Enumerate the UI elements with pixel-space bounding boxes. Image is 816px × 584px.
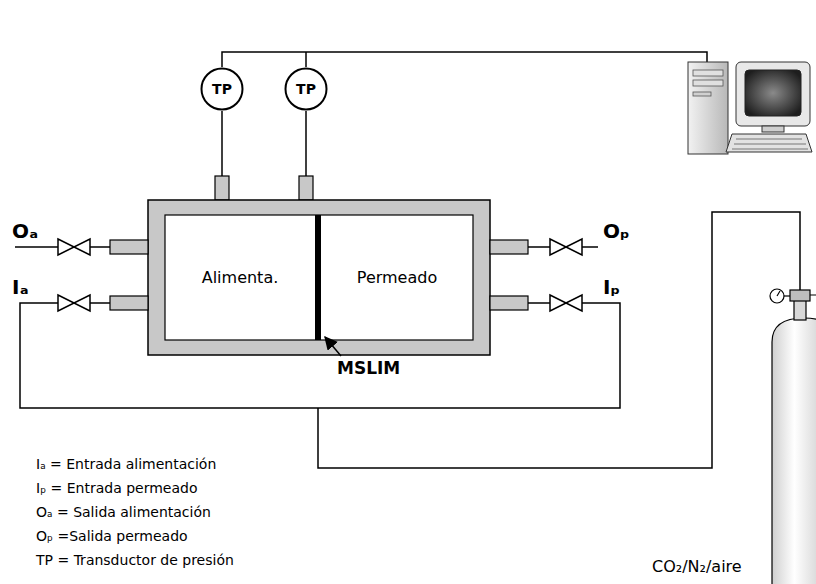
- node-text: TP: [296, 81, 316, 98]
- membrane-label: MSLIM: [337, 358, 400, 378]
- membrane: [315, 215, 321, 340]
- leader-line: [325, 337, 341, 356]
- node-text: Permeado: [357, 268, 437, 287]
- valve-label: Oₐ: [12, 219, 38, 243]
- membrane-cell-housing: [148, 200, 490, 355]
- transducer-outline: [286, 69, 327, 110]
- node-text: Alimenta.: [202, 268, 279, 287]
- gas-cylinder: [770, 289, 816, 584]
- legend-text: Oₐ = Salida alimentación: [36, 504, 211, 521]
- transducer-port: [215, 176, 313, 200]
- legend-text: Oₚ =Salida permeado: [36, 528, 188, 545]
- legend-text: Iₚ = Entrada permeado: [36, 480, 198, 497]
- valve-label: Oₚ: [603, 219, 630, 243]
- signal-wire: [222, 52, 707, 67]
- legend-text: TP = Transductor de presión: [36, 552, 234, 569]
- gas-label: CO₂/N₂/aire: [652, 557, 742, 576]
- valve-label: Iₐ: [12, 275, 29, 299]
- computer-icon: [688, 62, 812, 154]
- permeate-chamber: Permeado: [321, 215, 473, 340]
- gas-pipe: [15, 212, 800, 468]
- port-tube: [110, 240, 528, 310]
- pressure-transducer: TP: [284, 67, 328, 111]
- valve-label: Iₚ: [603, 275, 620, 299]
- feed-chamber: Alimenta.: [165, 215, 315, 340]
- node-text: TP: [212, 81, 232, 98]
- valve-symbol: [58, 239, 582, 311]
- legend-text: Iₐ = Entrada alimentación: [36, 456, 216, 473]
- transducer-outline: [202, 69, 243, 110]
- pressure-transducer: TP: [200, 67, 244, 111]
